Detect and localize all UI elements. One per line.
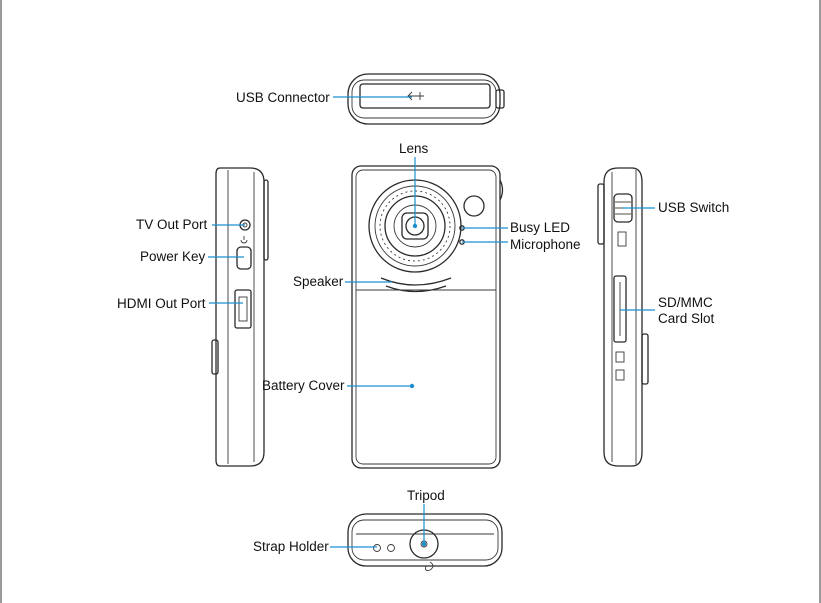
- front-view: [351, 165, 504, 469]
- usb-switch-label: USB Switch: [658, 200, 730, 215]
- battery-cover-label: Battery Cover: [262, 378, 345, 393]
- right-side-view: [597, 167, 649, 467]
- sd-mmc-label-line2: Card Slot: [658, 311, 715, 326]
- tripod-label: Tripod: [407, 488, 445, 503]
- lens-label: Lens: [399, 141, 429, 156]
- usb-connector-label: USB Connector: [236, 90, 330, 105]
- power-key-label: Power Key: [140, 249, 206, 264]
- left-side-view: [211, 167, 269, 467]
- leader-lines: [208, 96, 655, 548]
- microphone-label: Microphone: [510, 237, 581, 252]
- speaker-label: Speaker: [293, 274, 344, 289]
- strap-holder-label: Strap Holder: [253, 539, 329, 554]
- busy-led-label: Busy LED: [510, 220, 571, 235]
- top-view: [347, 73, 505, 125]
- tv-out-port-label: TV Out Port: [136, 217, 208, 232]
- sd-mmc-label-line1: SD/MMC: [658, 295, 713, 310]
- hdmi-out-port-label: HDMI Out Port: [117, 296, 206, 311]
